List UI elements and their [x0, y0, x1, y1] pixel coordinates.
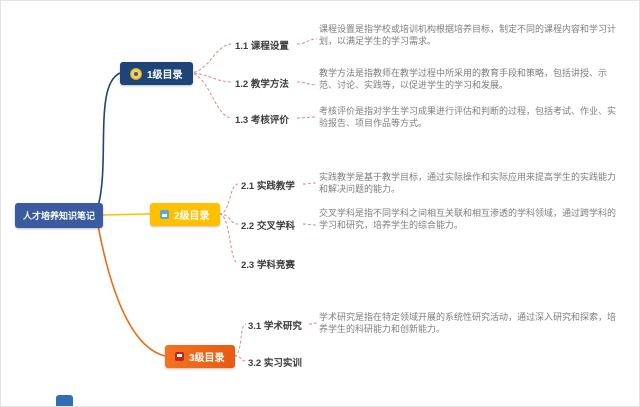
connector-branch1-child3 [188, 72, 233, 119]
desc-node-2-2[interactable]: 交叉学科是指不同学科之间相互关联和相互渗透的学科领域，通过跨学科的学习和研究，培… [319, 208, 617, 231]
branch-node-1[interactable]: 1级目录 [120, 62, 193, 85]
child-node-2-1[interactable]: 2.1 实践教学 [241, 181, 295, 192]
desc-node-1-2[interactable]: 教学方法是指教师在教学过程中所采用的教育手段和策略，包括讲授、示范、讨论、实践等… [319, 68, 608, 91]
child-node-1-2[interactable]: 1.2 教学方法 [235, 79, 289, 90]
branch-3-label: 3级目录 [189, 353, 225, 364]
desc-node-1-3[interactable]: 考核评价是指对学生学习成果进行评估和判断的过程，包括考试、作业、实验报告、项目作… [319, 106, 617, 129]
connector-branch3-child1 [233, 323, 247, 357]
branch-node-3[interactable]: 3级目录 [165, 345, 235, 368]
child-node-1-1[interactable]: 1.1 课程设置 [235, 41, 289, 52]
child-node-1-3[interactable]: 1.3 考核评价 [235, 115, 289, 126]
connector-child21-desc [302, 182, 318, 185]
connector-branch1-child2 [188, 72, 233, 83]
connector-branch1-child1 [188, 43, 233, 74]
branch-node-2[interactable]: 2级目录 [150, 203, 220, 226]
desc-node-3-1[interactable]: 学术研究是指在特定领域开展的系统性研究活动，通过深入研究和探索，培养学生的科研能… [319, 312, 617, 335]
desc-node-1-1[interactable]: 课程设置是指学校或培训机构根据培养目标，制定不同的课程内容和学习计划，以满足学生… [319, 24, 617, 47]
root-node[interactable]: 人才培养知识笔记 [15, 203, 104, 228]
watermark-logo [56, 395, 73, 406]
connector-root-branch2 [96, 213, 151, 216]
chart-icon [160, 210, 169, 219]
root-label: 人才培养知识笔记 [23, 211, 96, 221]
connector-child13-desc [296, 116, 318, 119]
connector-branch2-child3 [218, 213, 239, 264]
desc-node-2-1[interactable]: 实践教学是基于教学目标，通过实际操作和实际应用来提高学生的实践能力和解决问题的能… [319, 172, 617, 195]
connector-child22-desc [302, 223, 318, 226]
branch-2-label: 2级目录 [174, 211, 210, 222]
connector-branch3-child2 [233, 355, 247, 362]
connector-branch2-child2 [218, 213, 239, 225]
connector-child12-desc [296, 81, 318, 86]
medal-icon [130, 67, 142, 80]
child-node-2-2[interactable]: 2.2 交叉学科 [241, 221, 295, 232]
child-node-2-3[interactable]: 2.3 学科竞赛 [241, 260, 295, 271]
connector-child31-desc [308, 322, 319, 325]
connector-child11-desc [296, 38, 318, 45]
connector-branch2-child1 [218, 183, 239, 215]
connector-root-branch1 [96, 72, 121, 211]
child-node-3-2[interactable]: 3.2 实习实训 [248, 358, 302, 369]
connector-root-branch3 [96, 219, 166, 357]
branch-1-label: 1级目录 [147, 70, 183, 81]
flag-icon [175, 352, 184, 361]
child-node-3-1[interactable]: 3.1 学术研究 [248, 321, 302, 332]
